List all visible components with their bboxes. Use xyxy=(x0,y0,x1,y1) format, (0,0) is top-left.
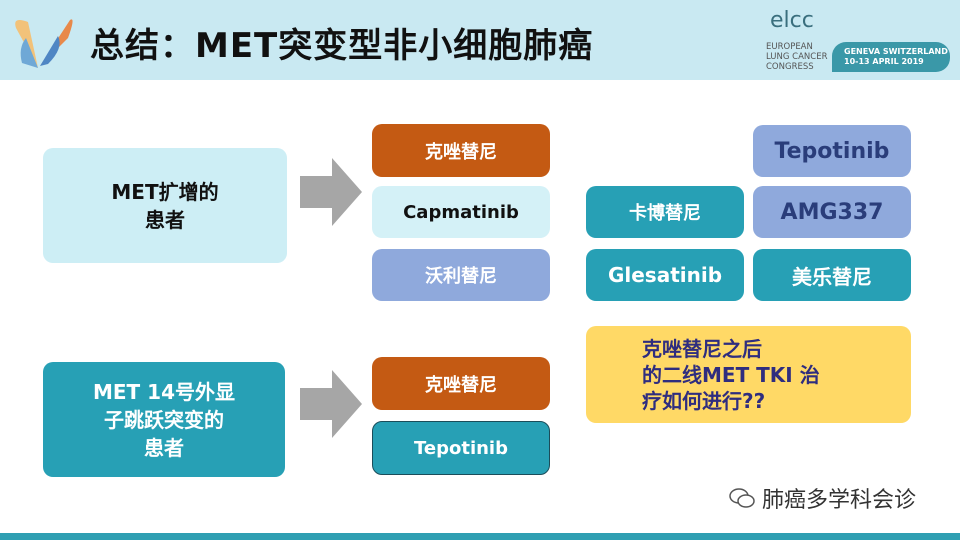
drug-box: Glesatinib xyxy=(586,249,744,301)
elcc-logo: elcc xyxy=(770,8,814,33)
group-met-amplification: MET扩增的 患者 xyxy=(43,148,287,263)
footer-bar xyxy=(0,533,960,540)
event-badge: GENEVA SWITZERLAND 10-13 APRIL 2019 xyxy=(832,42,950,72)
butterfly-logo-icon xyxy=(15,19,73,68)
page-title: 总结：MET突变型非小细胞肺癌 xyxy=(90,26,594,66)
drug-box: 美乐替尼 xyxy=(753,249,911,301)
drug-box: 沃利替尼 xyxy=(372,249,550,301)
drug-box: Tepotinib xyxy=(753,125,911,177)
arrow-right-icon xyxy=(300,370,362,438)
group-met-exon14: MET 14号外显 子跳跃突变的 患者 xyxy=(43,362,285,477)
event-location: GENEVA SWITZERLAND xyxy=(844,47,948,56)
arrow-right-icon xyxy=(300,158,362,226)
drug-box: Tepotinib xyxy=(372,421,550,475)
question-box: 克唑替尼之后 的二线MET TKI 治 疗如何进行?? xyxy=(586,326,911,423)
drug-box: 克唑替尼 xyxy=(372,124,550,177)
header-bar: 总结：MET突变型非小细胞肺癌 elcc EUROPEAN LUNG CANCE… xyxy=(0,0,960,80)
drug-box: Capmatinib xyxy=(372,186,550,238)
watermark: 肺癌多学科会诊 xyxy=(728,482,916,514)
logo-sub-line: CONGRESS xyxy=(766,62,814,72)
event-date: 10-13 APRIL 2019 xyxy=(844,57,924,66)
elcc-subtitle: EUROPEAN LUNG CANCER CONGRESS xyxy=(766,42,828,72)
watermark-text: 肺癌多学科会诊 xyxy=(762,488,917,513)
logo-sub-line: LUNG CANCER xyxy=(766,52,828,62)
drug-box: 卡博替尼 xyxy=(586,186,744,238)
logo-sub-line: EUROPEAN xyxy=(766,42,813,52)
drug-box: 克唑替尼 xyxy=(372,357,550,410)
wechat-icon xyxy=(729,488,755,508)
drug-box: AMG337 xyxy=(753,186,911,238)
